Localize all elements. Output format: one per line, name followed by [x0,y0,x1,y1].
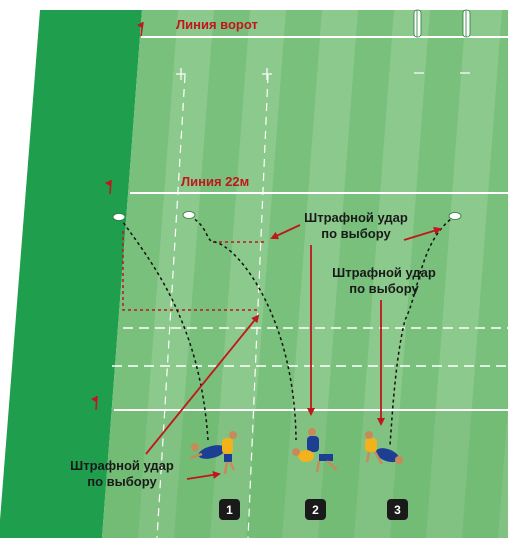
badge-2: 2 [305,499,326,520]
penalty-top-label-line1: Штрафной удар [304,210,408,225]
penalty-right-label-line1: Штрафной удар [332,265,436,280]
badge-2-label: 2 [312,503,319,517]
goal-line-label: Линия ворот [176,17,258,32]
badge-1: 1 [219,499,240,520]
penalty-top-label-line2: по выбору [321,226,391,241]
badge-1-label: 1 [226,503,233,517]
penalty-left-label-line1: Штрафной удар [70,458,174,473]
penalty-right-label-line2: по выбору [349,281,419,296]
line-22m-label: Линия 22м [181,174,249,189]
badge-3: 3 [387,499,408,520]
badge-3-label: 3 [394,503,401,517]
penalty-left-label-line2: по выбору [87,474,157,489]
